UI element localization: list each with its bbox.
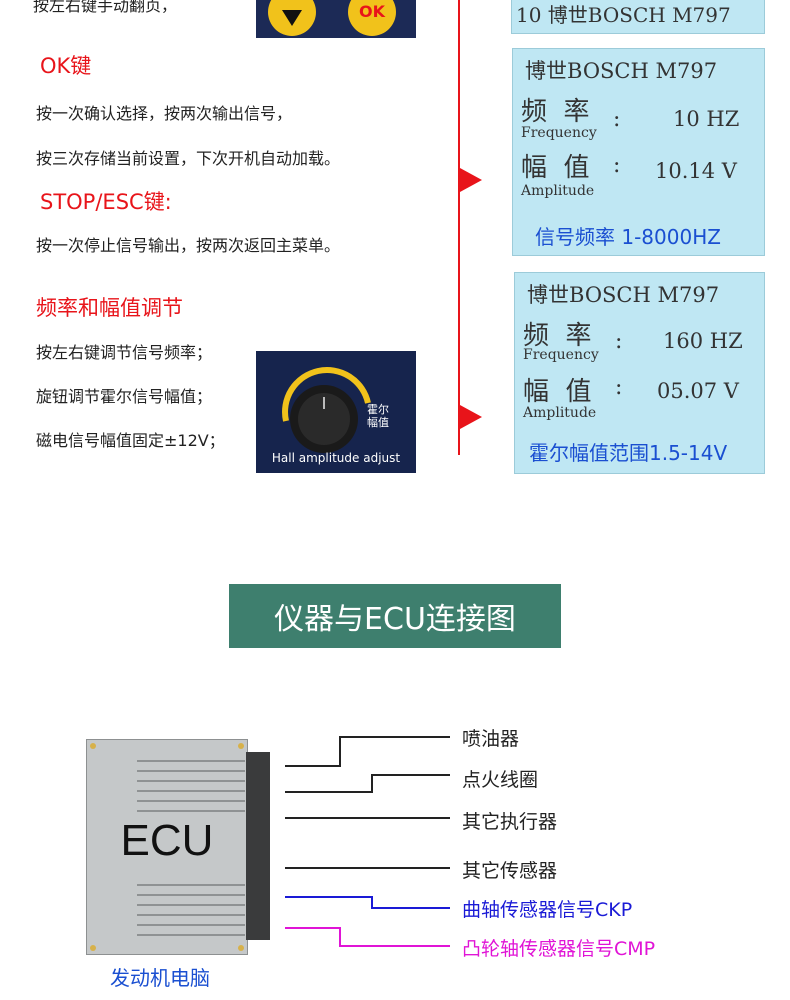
- lcd2-amp-value: 05.07 V: [657, 379, 739, 403]
- lcd2-amp-en: Amplitude: [523, 405, 597, 421]
- ok-button-label: OK: [359, 2, 385, 21]
- ecu-connector: [246, 752, 270, 940]
- timeline-arrow-2: [460, 405, 482, 429]
- ok-key-desc-2: 按三次存储当前设置，下次开机自动加载。: [36, 149, 341, 168]
- stop-key-desc: 按一次停止信号输出，按两次返回主菜单。: [36, 236, 341, 255]
- screw-icon: [238, 945, 244, 951]
- ecu-rib: [137, 934, 245, 936]
- ok-key-heading: OK键: [40, 54, 92, 78]
- lcd1-freq-colon: :: [613, 107, 621, 132]
- ecu-rib: [137, 780, 245, 782]
- lcd-screen-partial: 10 博世BOSCH M797: [511, 0, 765, 34]
- knob-caption: Hall amplitude adjust: [271, 451, 401, 465]
- line-ckp: [285, 896, 450, 909]
- lcd1-amp-cn: 幅 值: [521, 153, 590, 183]
- lcd2-amp-colon: :: [615, 375, 623, 400]
- line-ignition: [285, 774, 450, 793]
- lcd1-amp-colon: :: [613, 153, 621, 178]
- section-title-banner: 仪器与ECU连接图: [229, 584, 561, 648]
- ecu-rib: [137, 770, 245, 772]
- conn-label-actuators: 其它执行器: [462, 811, 558, 833]
- lcd1-note: 信号频率 1-8000HZ: [535, 225, 721, 249]
- timeline-arrow-1: [460, 168, 482, 192]
- ecu-rib: [137, 884, 245, 886]
- knob-label-cn: 霍尔 幅值: [367, 403, 389, 429]
- stop-key-heading: STOP/ESC键:: [40, 190, 172, 214]
- knob-icon: [282, 367, 371, 453]
- screw-icon: [238, 743, 244, 749]
- lcd1-amp-value: 10.14 V: [655, 159, 737, 183]
- conn-label-ckp: 曲轴传感器信号CKP: [462, 899, 633, 921]
- ecu-caption: 发动机电脑: [110, 966, 210, 990]
- lcd-partial-line: 10 博世BOSCH M797: [516, 3, 731, 27]
- lcd1-freq-cn: 频 率: [521, 97, 590, 127]
- conn-label-ignition: 点火线圈: [462, 769, 539, 791]
- lcd-screen-2: 博世BOSCH M797 频 率 : Frequency 160 HZ 幅 值 …: [514, 272, 765, 474]
- freq-desc-1: 按左右键调节信号频率；: [36, 343, 213, 362]
- ecu-rib: [137, 790, 245, 792]
- screw-icon: [90, 945, 96, 951]
- lcd1-title: 博世BOSCH M797: [525, 59, 718, 83]
- down-button-image: [268, 0, 316, 36]
- ok-key-desc-1: 按一次确认选择，按两次输出信号，: [36, 104, 293, 123]
- line-injector: [285, 736, 450, 767]
- freq-desc-3: 磁电信号幅值固定±12V；: [36, 431, 225, 450]
- lcd-screen-1: 博世BOSCH M797 频 率 : Frequency 10 HZ 幅 值 :…: [512, 48, 765, 256]
- lcd2-amp-cn: 幅 值: [523, 377, 592, 407]
- conn-label-sensors: 其它传感器: [462, 860, 558, 882]
- lcd2-title: 博世BOSCH M797: [527, 283, 720, 307]
- lcd1-freq-value: 10 HZ: [673, 107, 740, 131]
- ecu-rib: [137, 924, 245, 926]
- lcd1-amp-en: Amplitude: [521, 183, 595, 199]
- ecu-rib: [137, 894, 245, 896]
- buttons-photo: OK: [256, 0, 416, 38]
- lcd2-freq-en: Frequency: [523, 347, 599, 363]
- lcd2-freq-colon: :: [615, 329, 623, 354]
- lcd1-freq-en: Frequency: [521, 125, 597, 141]
- ecu-rib: [137, 800, 245, 802]
- screw-icon: [90, 743, 96, 749]
- ecu-rib: [137, 810, 245, 812]
- lcd2-freq-cn: 频 率: [523, 321, 592, 351]
- connection-lines: [285, 736, 450, 947]
- ok-button-image: OK: [348, 0, 396, 36]
- conn-label-cmp: 凸轮轴传感器信号CMP: [462, 938, 656, 960]
- ecu-rib: [137, 904, 245, 906]
- top-partial-text: 按左右键手动翻页，: [33, 0, 178, 15]
- line-cmp: [285, 927, 450, 947]
- ecu-label: ECU: [120, 816, 214, 865]
- lcd2-freq-value: 160 HZ: [663, 329, 743, 353]
- down-arrow-icon: [282, 10, 302, 26]
- knob-photo: 霍尔 幅值 Hall amplitude adjust: [256, 351, 416, 473]
- ecu-rib: [137, 760, 245, 762]
- lcd2-note: 霍尔幅值范围1.5-14V: [529, 441, 728, 465]
- timeline-line: [458, 0, 460, 455]
- freq-amp-heading: 频率和幅值调节: [36, 296, 183, 320]
- ecu-rib: [137, 914, 245, 916]
- conn-label-injector: 喷油器: [462, 728, 520, 750]
- freq-desc-2: 旋钮调节霍尔信号幅值；: [36, 387, 213, 406]
- ecu-box: ECU: [86, 739, 248, 955]
